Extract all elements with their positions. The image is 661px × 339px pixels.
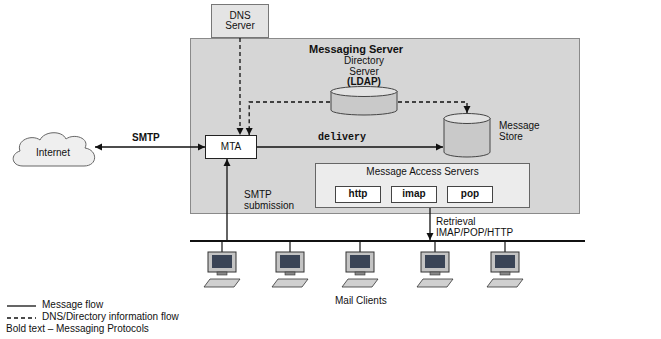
legend-text: Bold text – Messaging Protocols (6, 324, 149, 335)
computer-icon (272, 240, 308, 287)
node-text: imap (402, 189, 425, 200)
node-text: Directory Server (335, 56, 393, 77)
access-servers-box: Message Access Servers http imap pop (315, 163, 530, 208)
protocol-box: pop (447, 186, 493, 203)
protocol-box: imap (391, 186, 437, 203)
message-flow-arrow (427, 208, 434, 240)
mail-clients-band: Mail Clients (190, 240, 585, 318)
legend-row: Bold text – Messaging Protocols (6, 324, 149, 335)
computer-icon (204, 240, 240, 287)
node-text: http (349, 189, 368, 200)
message-flow-arrow (257, 144, 443, 151)
computer-icon (342, 240, 378, 287)
dns-server-box: DNS Server (211, 4, 269, 38)
messaging-server-box: Messaging ServerDirectory Server(LDAP) MT… (190, 38, 580, 214)
edge-label: delivery (318, 133, 388, 144)
directory-info-flow (246, 102, 330, 135)
store-cylinder (443, 113, 491, 158)
node-text: Mail Clients (335, 296, 387, 307)
arrowhead (427, 233, 434, 240)
arrowhead (246, 128, 253, 135)
arrowhead (464, 106, 471, 113)
node-text: (LDAP) (335, 77, 393, 88)
legend-text: Message flow (42, 300, 103, 311)
node-text: Message Store (499, 121, 549, 142)
directory-info-flow (237, 38, 244, 135)
node-text: DNS Server (212, 11, 268, 32)
edge-label: Retrieval IMAP/POP/HTTP (436, 217, 528, 238)
internet-cloud: Internet (8, 128, 98, 172)
solid-line-sample (6, 302, 38, 310)
node-text: Messaging Server (309, 44, 403, 55)
directory-cylinder: Directory Server(LDAP) (322, 56, 406, 116)
directory-info-flow (398, 102, 471, 113)
node-text: Message Access Servers (316, 167, 529, 178)
edge-label: SMTP (132, 133, 172, 144)
legend-row: DNS/Directory information flow (6, 312, 179, 323)
arrowhead (95, 144, 102, 151)
message-store-cylinder: Message Store (443, 113, 551, 158)
node-text: pop (461, 189, 479, 200)
mta-box: MTA (205, 135, 257, 159)
edge-label: SMTP submission (244, 190, 302, 211)
legend-row: Message flow (6, 300, 103, 311)
message-flow-arrow (95, 144, 205, 151)
node-text: MTA (221, 142, 241, 153)
arrowhead (436, 144, 443, 151)
dashed-line-sample (6, 314, 38, 322)
arrowhead (237, 128, 244, 135)
arrowhead (224, 159, 231, 166)
computer-icon (487, 240, 523, 287)
legend-text: DNS/Directory information flow (42, 312, 179, 323)
arrowhead (198, 144, 205, 151)
message-flow-arrow (224, 159, 231, 240)
ldap-cylinder (330, 86, 398, 116)
protocol-box: http (335, 186, 381, 203)
node-text: Internet (36, 148, 70, 159)
computer-icon (417, 240, 453, 287)
